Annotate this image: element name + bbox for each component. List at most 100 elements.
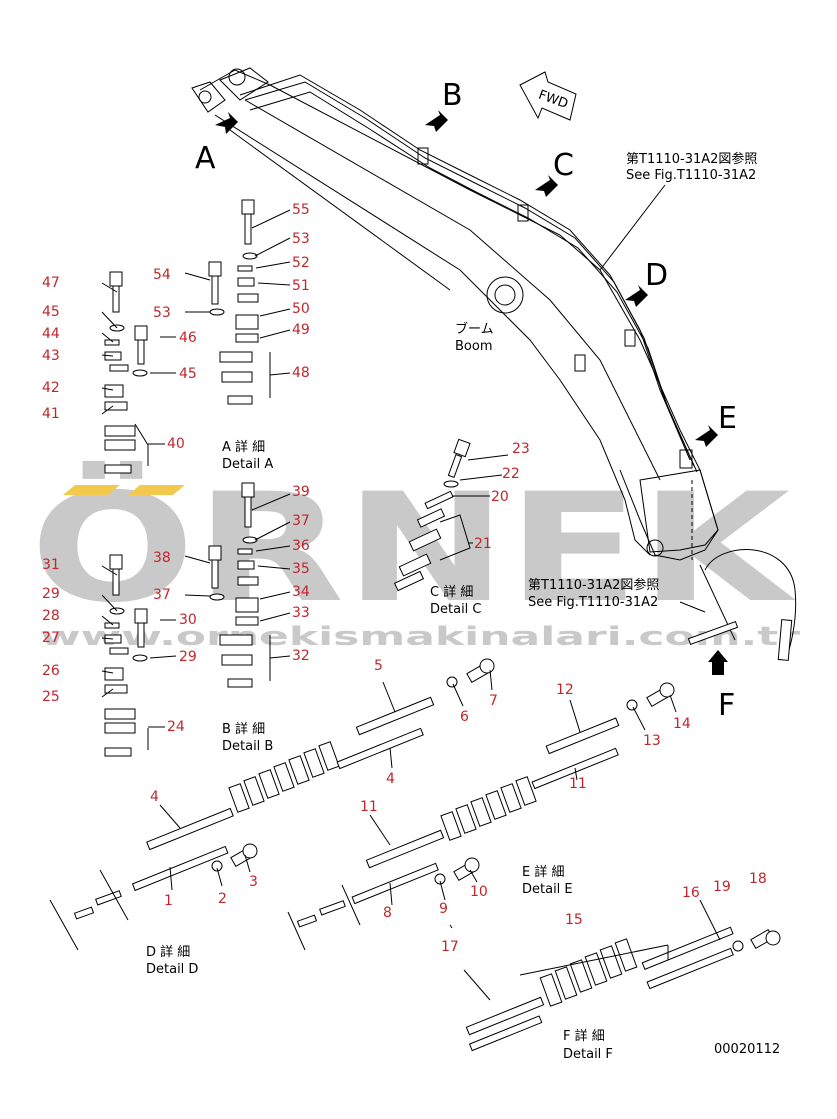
part-number-45-right: 45 [179, 366, 197, 382]
part-number-13: 13 [643, 733, 661, 749]
part-number-26: 26 [42, 663, 60, 679]
detail-c-jp: C 詳 細 [430, 584, 473, 600]
marker-b: B [442, 78, 463, 113]
ref-mid-jp: 第T1110-31A2図参照 [528, 577, 659, 593]
part-number-2: 2 [218, 891, 227, 907]
part-number-45-left: 45 [42, 304, 60, 320]
detail-e [287, 682, 677, 951]
view-arrows [215, 110, 728, 675]
part-number-37-left: 37 [153, 587, 171, 603]
forward-arrow-icon: FWD [519, 71, 577, 121]
part-number-43: 43 [42, 348, 60, 364]
part-number-4-upper: 4 [386, 771, 395, 787]
watermark-accent-left [63, 485, 120, 495]
part-number-11-lower: 11 [360, 799, 378, 815]
watermark-url: www.ornekismakinalari.com.tr [40, 622, 800, 652]
marker-e: E [718, 401, 737, 436]
part-number-40: 40 [167, 436, 185, 452]
detail-f-en: Detail F [563, 1047, 613, 1062]
part-number-53-left: 53 [153, 305, 171, 321]
detail-a-jp: A 詳 細 [222, 439, 265, 455]
part-number-17: 17 [441, 939, 459, 955]
marker-a: A [195, 141, 216, 176]
ref-mid-leader [679, 601, 706, 613]
detail-b-en: Detail B [222, 739, 273, 754]
part-number-30: 30 [179, 612, 197, 628]
boom-assembly [191, 67, 719, 561]
detail-d-en: Detail D [146, 962, 198, 977]
bellows-f [539, 938, 638, 1007]
part-number-27: 27 [42, 630, 60, 646]
part-number-18: 18 [749, 871, 767, 887]
part-number-37-right: 37 [292, 513, 310, 529]
part-number-9: 9 [439, 901, 448, 917]
view-arrow-d-icon [625, 285, 648, 307]
part-number-21: 21 [474, 536, 492, 552]
marker-c: C [553, 148, 574, 183]
part-number-51: 51 [292, 278, 310, 294]
detail-b-jp: B 詳 細 [222, 721, 265, 737]
watermark: ÖRNEK www.ornekismakinalari.com.tr [30, 460, 800, 652]
ref-top-jp: 第T1110-31A2図参照 [626, 151, 757, 167]
part-number-33: 33 [292, 605, 310, 621]
part-number-20: 20 [491, 489, 509, 505]
marker-f: F [718, 688, 735, 723]
part-number-38: 38 [153, 550, 171, 566]
part-number-29-left: 29 [42, 586, 60, 602]
part-numbers: 1 2 3 4 4 5 6 7 8 9 10 11 11 12 13 14 15… [42, 202, 767, 955]
part-number-34: 34 [292, 584, 310, 600]
part-number-36: 36 [292, 538, 310, 554]
drawing-number: 00020112 [714, 1042, 780, 1057]
part-number-47: 47 [42, 275, 60, 291]
view-arrow-b-icon [425, 110, 448, 132]
part-number-15: 15 [565, 912, 583, 928]
part-number-22: 22 [502, 466, 520, 482]
part-number-3: 3 [249, 874, 258, 890]
watermark-accent-right [128, 485, 185, 495]
part-number-11-upper: 11 [569, 776, 587, 792]
part-number-29-right: 29 [179, 649, 197, 665]
marker-d: D [645, 258, 668, 293]
part-number-48: 48 [292, 365, 310, 381]
detail-f [449, 899, 781, 1052]
part-number-14: 14 [673, 716, 691, 732]
part-number-19: 19 [713, 879, 731, 895]
part-number-52: 52 [292, 255, 310, 271]
part-number-8: 8 [383, 905, 392, 921]
part-number-31: 31 [42, 557, 60, 573]
part-number-16: 16 [682, 885, 700, 901]
part-number-42: 42 [42, 380, 60, 396]
part-number-28: 28 [42, 608, 60, 624]
detail-f-jp: F 詳 細 [563, 1028, 605, 1044]
part-number-55: 55 [292, 202, 310, 218]
part-number-35: 35 [292, 561, 310, 577]
detail-d [49, 658, 495, 951]
part-number-50: 50 [292, 301, 310, 317]
detail-c-en: Detail C [430, 602, 482, 617]
hose-loop [704, 549, 797, 661]
view-arrow-f-icon [708, 650, 728, 675]
part-number-4-lower: 4 [150, 789, 159, 805]
bellows-e [440, 776, 537, 841]
view-arrow-c-icon [535, 175, 558, 197]
view-arrow-a-icon [215, 112, 238, 134]
part-number-32: 32 [292, 648, 310, 664]
part-number-7: 7 [489, 693, 498, 709]
part-number-24: 24 [167, 719, 185, 735]
detail-a [101, 199, 291, 474]
detail-a-en: Detail A [222, 457, 273, 472]
part-number-39: 39 [292, 484, 310, 500]
ref-top-en: See Fig.T1110-31A2 [626, 168, 756, 183]
part-number-23: 23 [512, 441, 530, 457]
part-number-5: 5 [374, 658, 383, 674]
detail-b [101, 482, 291, 757]
part-number-53-right: 53 [292, 231, 310, 247]
part-number-41: 41 [42, 406, 60, 422]
part-number-25: 25 [42, 689, 60, 705]
part-number-44: 44 [42, 326, 60, 342]
part-number-46: 46 [179, 330, 197, 346]
ref-top-leader [599, 184, 666, 271]
view-arrow-e-icon [695, 425, 718, 447]
ref-mid-en: See Fig.T1110-31A2 [528, 595, 658, 610]
